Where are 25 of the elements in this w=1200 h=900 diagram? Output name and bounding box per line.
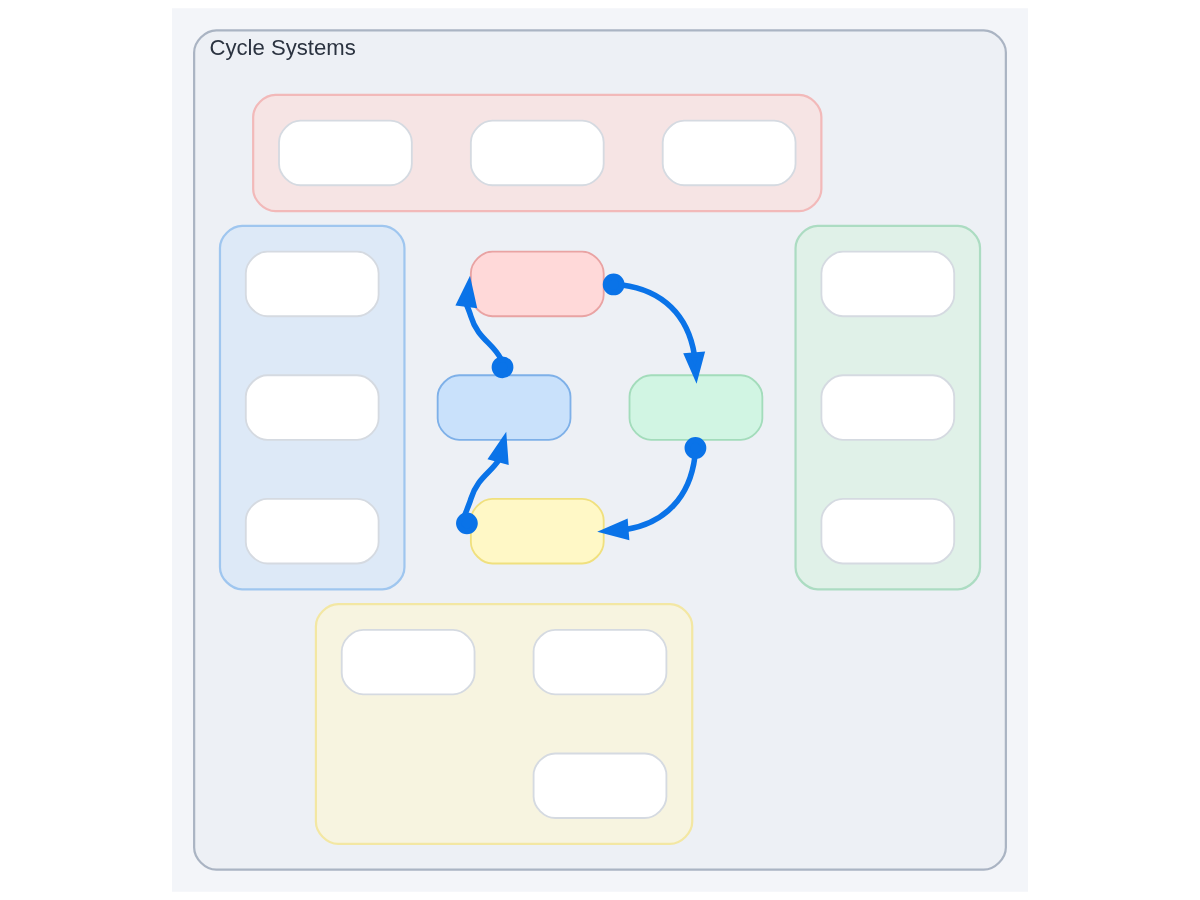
node-box: [661, 119, 797, 187]
node-box: [340, 628, 476, 696]
node-box: [278, 119, 413, 187]
arrow: [455, 275, 514, 379]
node-box: [628, 374, 764, 441]
arrow: [456, 431, 509, 535]
cluster: [218, 224, 406, 591]
node-box: [469, 250, 605, 318]
node-box: [820, 250, 956, 318]
node-box: [244, 497, 380, 565]
arrow: [597, 437, 707, 541]
cluster: [794, 224, 982, 591]
node-box: [820, 497, 956, 565]
node-box: [469, 119, 605, 187]
cluster: [252, 93, 823, 213]
node-box: [244, 374, 380, 441]
node-box: [469, 497, 605, 565]
cluster: [314, 602, 694, 845]
node-box: [244, 250, 380, 318]
node-box: [532, 628, 668, 696]
cluster: Cycle Systems: [193, 29, 1007, 871]
arrow: [602, 273, 706, 384]
node-box: [436, 374, 572, 441]
node-box: [532, 752, 668, 819]
node-box: [820, 374, 956, 441]
